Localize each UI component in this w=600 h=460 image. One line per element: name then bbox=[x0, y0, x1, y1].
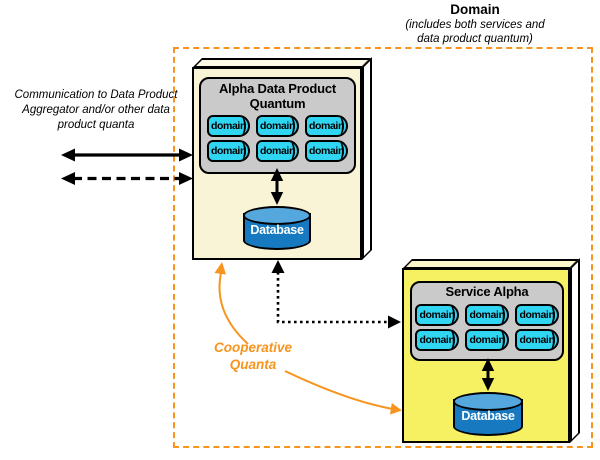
domain-chip: domain bbox=[207, 115, 250, 138]
communication-note-line3: product quanta bbox=[57, 118, 135, 131]
domain-boundary bbox=[173, 47, 593, 448]
domain-title: Domain bbox=[450, 2, 500, 17]
domain-chip: domain bbox=[415, 303, 459, 326]
domain-chip: domain bbox=[305, 140, 348, 163]
domain-chip: domain bbox=[515, 328, 559, 351]
domain-chip: domain bbox=[207, 140, 250, 163]
alpha-database-cylinder: Database bbox=[243, 206, 311, 250]
cooperative-quanta-line1: Cooperative bbox=[213, 340, 293, 355]
domain-chip: domain bbox=[465, 303, 509, 326]
domain-chip: domain bbox=[415, 328, 459, 351]
database-cylinder-top bbox=[453, 392, 523, 411]
domain-chip: domain bbox=[465, 328, 509, 351]
domain-subtitle-line1: (includes both services and bbox=[405, 18, 545, 31]
alpha-quantum-panel: Alpha Data Product Quantum domain domain… bbox=[199, 77, 356, 174]
service-box-right-face bbox=[570, 258, 580, 443]
quantum-box-right-face bbox=[362, 57, 372, 260]
domain-chip: domain bbox=[515, 303, 559, 326]
domain-chip: domain bbox=[256, 140, 299, 163]
domain-chip: domain bbox=[305, 115, 348, 138]
service-alpha-title: Service Alpha bbox=[445, 284, 529, 299]
service-alpha-panel: Service Alpha domain domain domain domai… bbox=[410, 281, 564, 361]
domain-header: Domain (includes both services and data … bbox=[355, 2, 595, 46]
communication-note: Communication to Data Product Aggregator… bbox=[0, 88, 192, 133]
service-database-cylinder: Database bbox=[453, 392, 523, 436]
cooperative-quanta-label: Cooperative Quanta bbox=[198, 340, 308, 374]
communication-note-line1: Communication to Data Product bbox=[14, 89, 178, 101]
alpha-database-label: Database bbox=[250, 223, 304, 237]
service-database-label: Database bbox=[461, 409, 515, 423]
service-domain-chips: domain domain domain domain domain domai… bbox=[415, 303, 559, 351]
domain-chip: domain bbox=[256, 115, 299, 138]
communication-note-line2: Aggregator and/or other data bbox=[22, 103, 170, 116]
alpha-domain-chips: domain domain domain domain domain domai… bbox=[207, 115, 348, 163]
cooperative-quanta-line2: Quanta bbox=[229, 356, 277, 372]
database-cylinder-top bbox=[243, 206, 311, 225]
alpha-quantum-title: Alpha Data Product Quantum bbox=[218, 81, 337, 111]
domain-subtitle-line2: data product quantum) bbox=[417, 32, 533, 45]
